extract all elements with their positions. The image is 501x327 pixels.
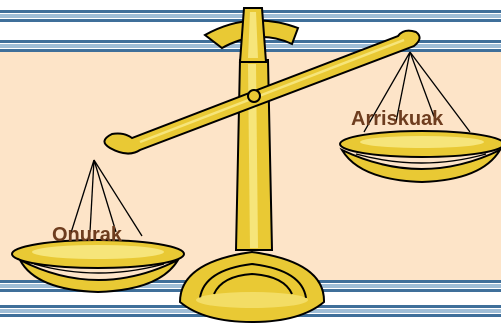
right-pan-label: Arriskuak — [351, 108, 444, 130]
left-pan-label: Onurak — [52, 224, 123, 246]
